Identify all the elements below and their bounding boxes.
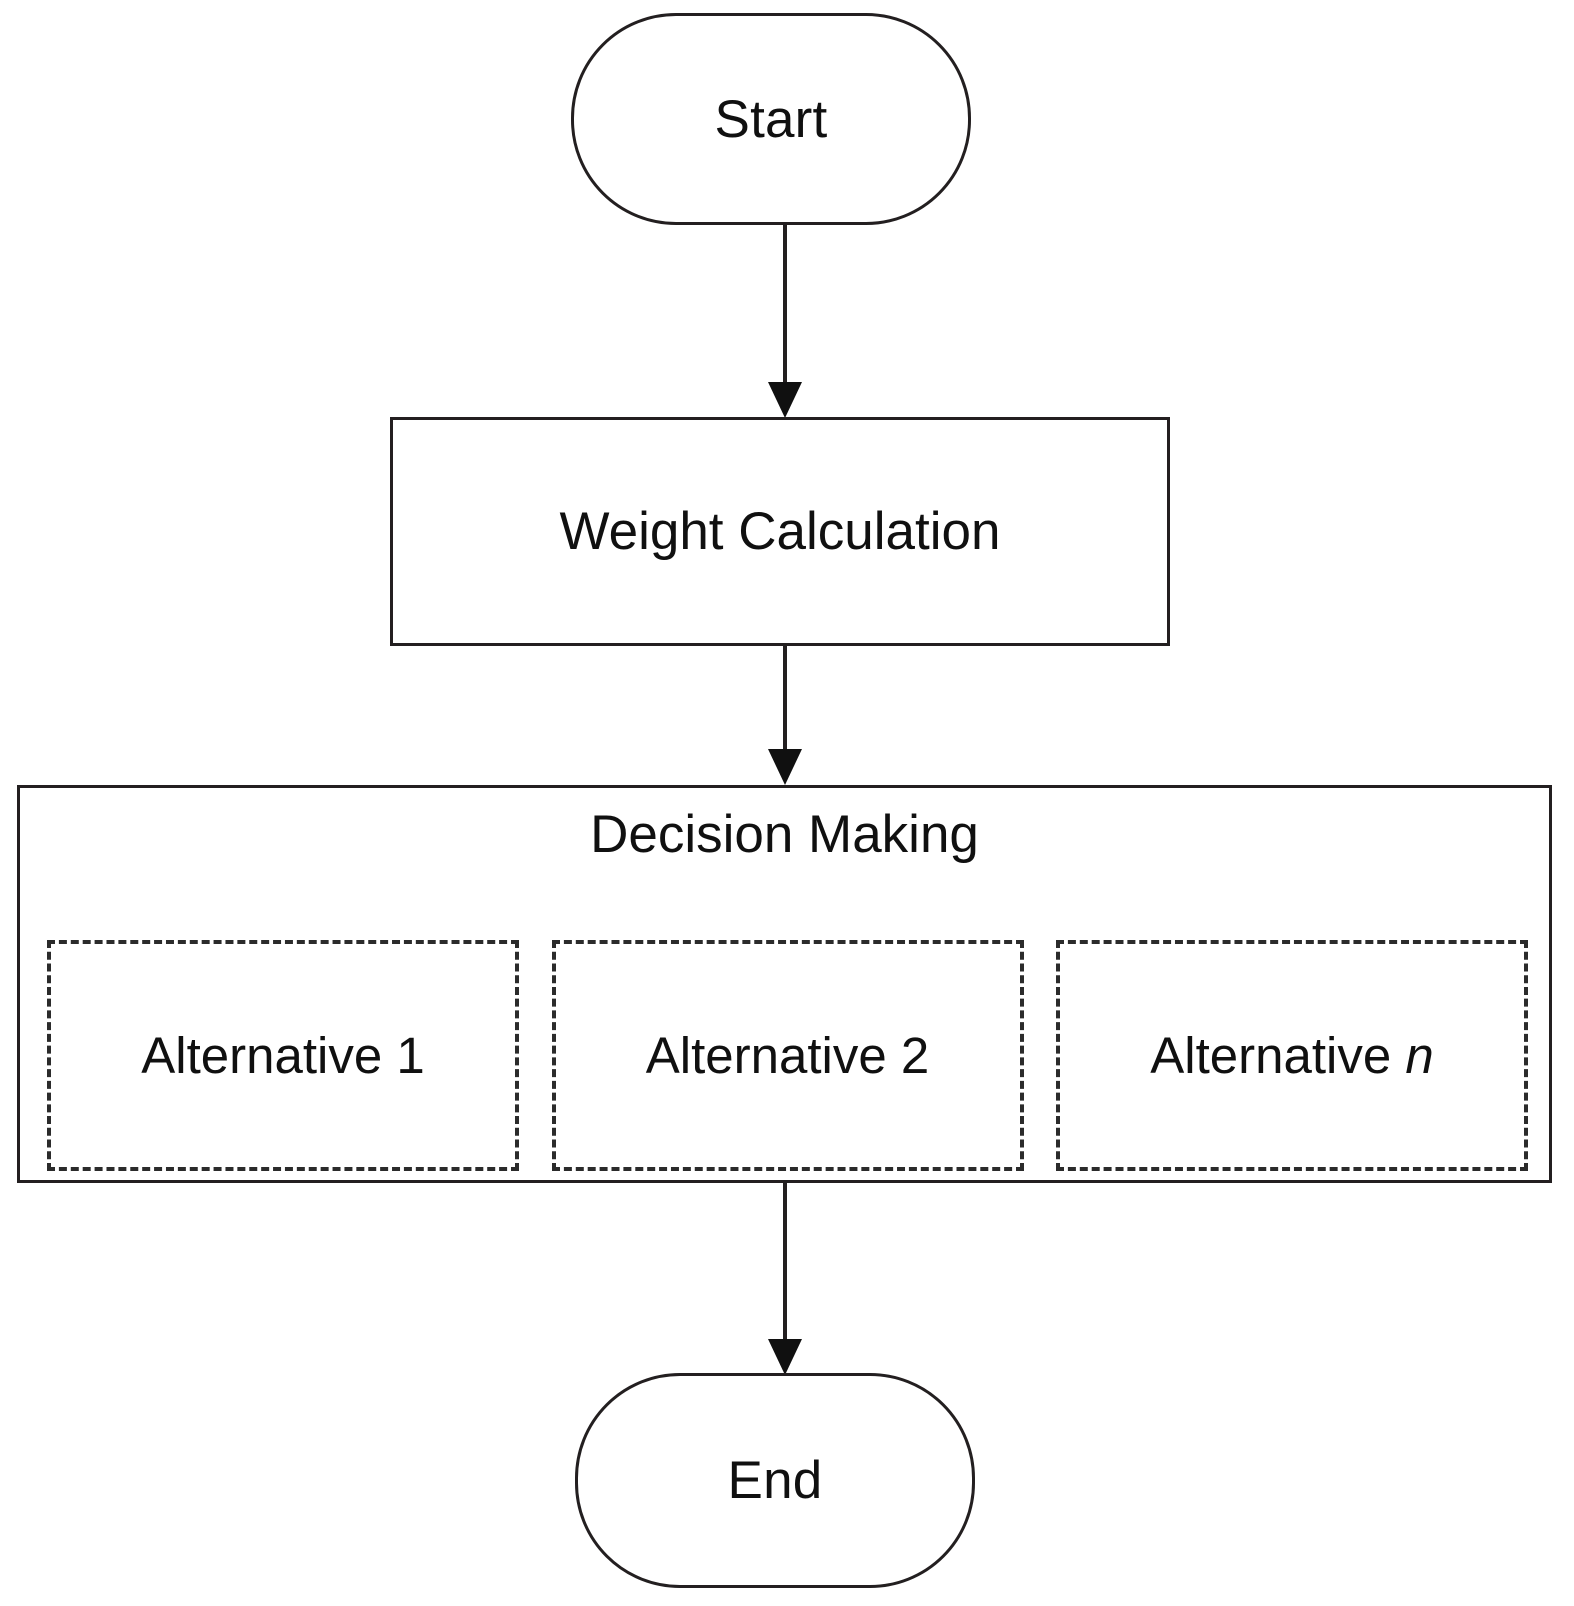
node-end-label: End xyxy=(727,1451,823,1510)
node-weight-calculation-label: Weight Calculation xyxy=(559,502,1001,561)
edge-weight-to-decision xyxy=(768,646,802,785)
arrowhead-icon xyxy=(768,1339,802,1375)
alternative-box-n[interactable]: Alternative n xyxy=(1056,940,1528,1171)
alternative-2-label: Alternative 2 xyxy=(645,1027,930,1084)
node-end[interactable]: End xyxy=(575,1373,975,1588)
alternative-n-label: Alternative n xyxy=(1150,1030,1434,1081)
arrowhead-icon xyxy=(768,749,802,785)
node-weight-calculation[interactable]: Weight Calculation xyxy=(390,417,1170,646)
alternative-n-index: n xyxy=(1405,1027,1434,1084)
edge-start-to-weight xyxy=(768,225,802,418)
arrowhead-icon xyxy=(768,382,802,418)
node-start-label: Start xyxy=(714,89,828,149)
node-decision-making-title: Decision Making xyxy=(590,805,979,864)
node-start[interactable]: Start xyxy=(571,13,971,225)
edge-decision-to-end xyxy=(768,1183,802,1375)
alternative-n-label-text: Alternative xyxy=(1150,1027,1406,1084)
alternatives-row: Alternative 1 Alternative 2 Alternative … xyxy=(47,940,1528,1171)
node-decision-making[interactable]: Decision Making Alternative 1 Alternativ… xyxy=(17,785,1552,1183)
alternative-box-2[interactable]: Alternative 2 xyxy=(551,940,1024,1171)
alternative-box-1[interactable]: Alternative 1 xyxy=(47,940,519,1171)
alternative-1-label: Alternative 1 xyxy=(141,1027,425,1084)
